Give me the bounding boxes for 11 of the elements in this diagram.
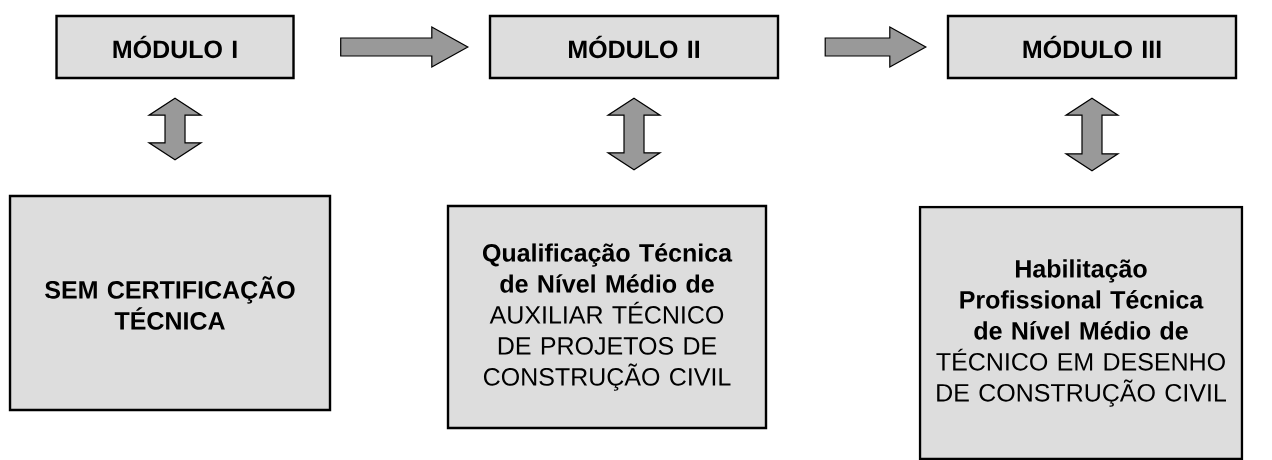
certification-box: Habilitação Profissional Técnica de Nível Médio de TÉCNICO EM DESENHO DE CONSTRUÇÃO CIVIL — [918, 205, 1244, 460]
certification-box: Qualificação Técnica de Nível Médio de AUXILIAR TÉCNICO DE PROJETOS DE CONSTRUÇÃO CIVIL — [446, 204, 768, 430]
block-arrow — [1064, 97, 1120, 172]
block-arrow — [606, 97, 663, 171]
block-arrow — [147, 97, 204, 161]
module-box: MÓDULO II — [488, 14, 780, 80]
block-arrow — [340, 26, 470, 68]
certification-box: SEM CERTIFICAÇÃO TÉCNICA — [8, 194, 332, 412]
module-box: MÓDULO I — [55, 14, 295, 80]
block-arrow — [824, 26, 928, 68]
module-box: MÓDULO III — [946, 14, 1238, 80]
